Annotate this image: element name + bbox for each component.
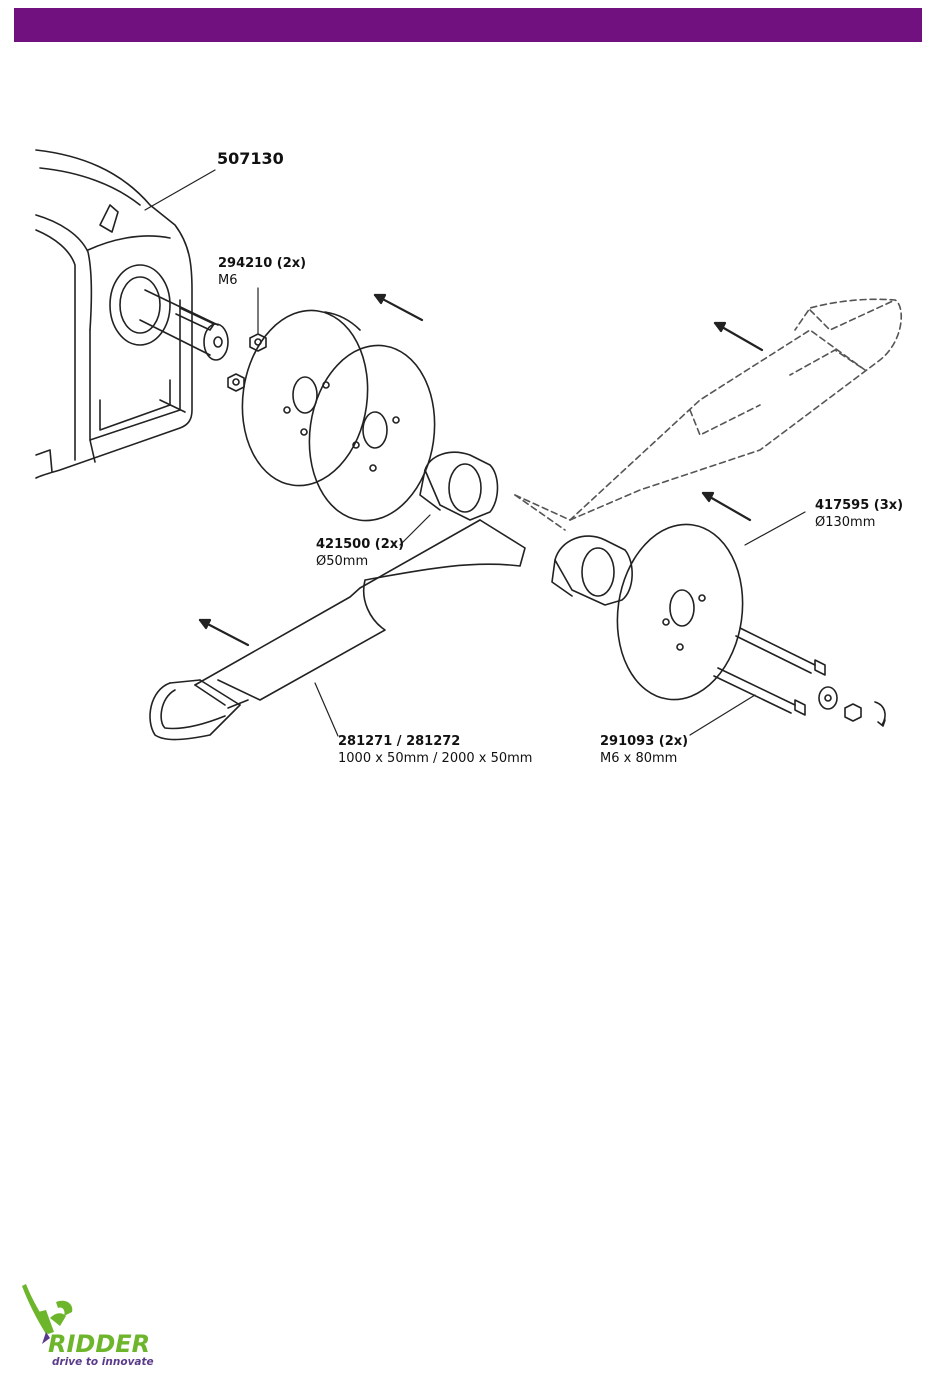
clamp-1: [420, 452, 498, 520]
label-bolt: 291093 (2x) M6 x 80mm: [600, 733, 688, 767]
label-strap: 281271 / 281272 1000 x 50mm / 2000 x 50m…: [338, 733, 532, 767]
label-clamp: 421500 (2x) Ø50mm: [316, 536, 404, 570]
direction-arrows: [200, 295, 762, 645]
bolt-pair: [714, 628, 885, 726]
exploded-parts-diagram: [0, 0, 950, 800]
gear-motor-housing: [36, 150, 192, 478]
logo-tagline: drive to innovate: [52, 1356, 154, 1368]
disc-1: [231, 302, 378, 494]
label-disc: 417595 (3x) Ø130mm: [815, 497, 903, 531]
label-nut: 294210 (2x) M6: [218, 255, 306, 289]
logo-wordmark: RIDDER: [48, 1330, 150, 1358]
disc-2: [298, 337, 445, 529]
label-gear-motor: 507130: [217, 150, 284, 167]
disc-3: [606, 516, 753, 708]
